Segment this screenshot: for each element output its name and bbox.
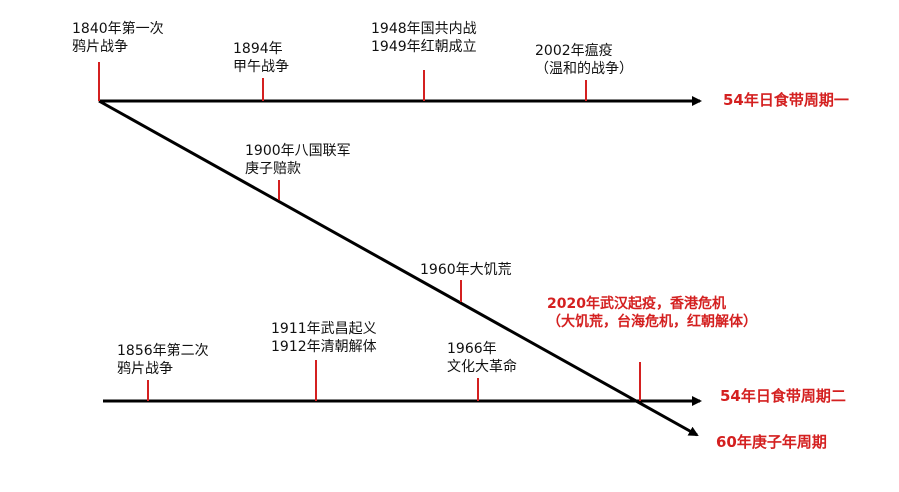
event-1911-line1: 1911年武昌起义: [271, 321, 377, 337]
event-1894-line2: 甲午战争: [233, 59, 289, 75]
event-2020-line1: 2020年武汉起疫，香港危机: [547, 296, 726, 312]
event-1911: 1911年武昌起义 1912年清朝解体: [271, 320, 377, 356]
event-1856: 1856年第二次 鸦片战争: [117, 342, 209, 378]
event-1856-line2: 鸦片战争: [117, 361, 173, 377]
event-1900-line2: 庚子赔款: [245, 161, 301, 177]
event-1911-line2: 1912年清朝解体: [271, 339, 377, 355]
event-1840: 1840年第一次 鸦片战争: [72, 20, 164, 56]
event-2002: 2002年瘟疫 （温和的战争）: [535, 42, 633, 78]
cycle60-diagonal-line: [98, 99, 699, 437]
event-1894: 1894年 甲午战争: [233, 40, 289, 76]
event-1966: 1966年 文化大革命: [447, 340, 517, 376]
event-1960: 1960年大饥荒: [420, 261, 512, 279]
event-1900-line1: 1900年八国联军: [245, 143, 351, 159]
cycle2-label: 54年日食带周期二: [720, 387, 846, 405]
event-1966-line1: 1966年: [447, 341, 497, 357]
event-1948-line1: 1948年国共内战: [371, 21, 477, 37]
event-1894-line1: 1894年: [233, 41, 283, 57]
event-1856-line1: 1856年第二次: [117, 343, 209, 359]
event-1966-line2: 文化大革命: [447, 359, 517, 375]
event-1948: 1948年国共内战 1949年红朝成立: [371, 20, 477, 56]
event-2002-line2: （温和的战争）: [535, 61, 633, 77]
cycle60-label: 60年庚子年周期: [716, 433, 827, 451]
event-2020: 2020年武汉起疫，香港危机 （大饥荒，台海危机，红朝解体）: [547, 295, 757, 331]
event-2020-line2: （大饥荒，台海危机，红朝解体）: [547, 314, 757, 330]
event-1840-line2: 鸦片战争: [72, 39, 128, 55]
cycle1-label: 54年日食带周期一: [723, 91, 849, 109]
event-1900: 1900年八国联军 庚子赔款: [245, 142, 351, 178]
event-1960-line1: 1960年大饥荒: [420, 262, 512, 278]
event-1948-line2: 1949年红朝成立: [371, 39, 477, 55]
event-2002-line1: 2002年瘟疫: [535, 43, 613, 59]
event-1840-line1: 1840年第一次: [72, 21, 164, 37]
